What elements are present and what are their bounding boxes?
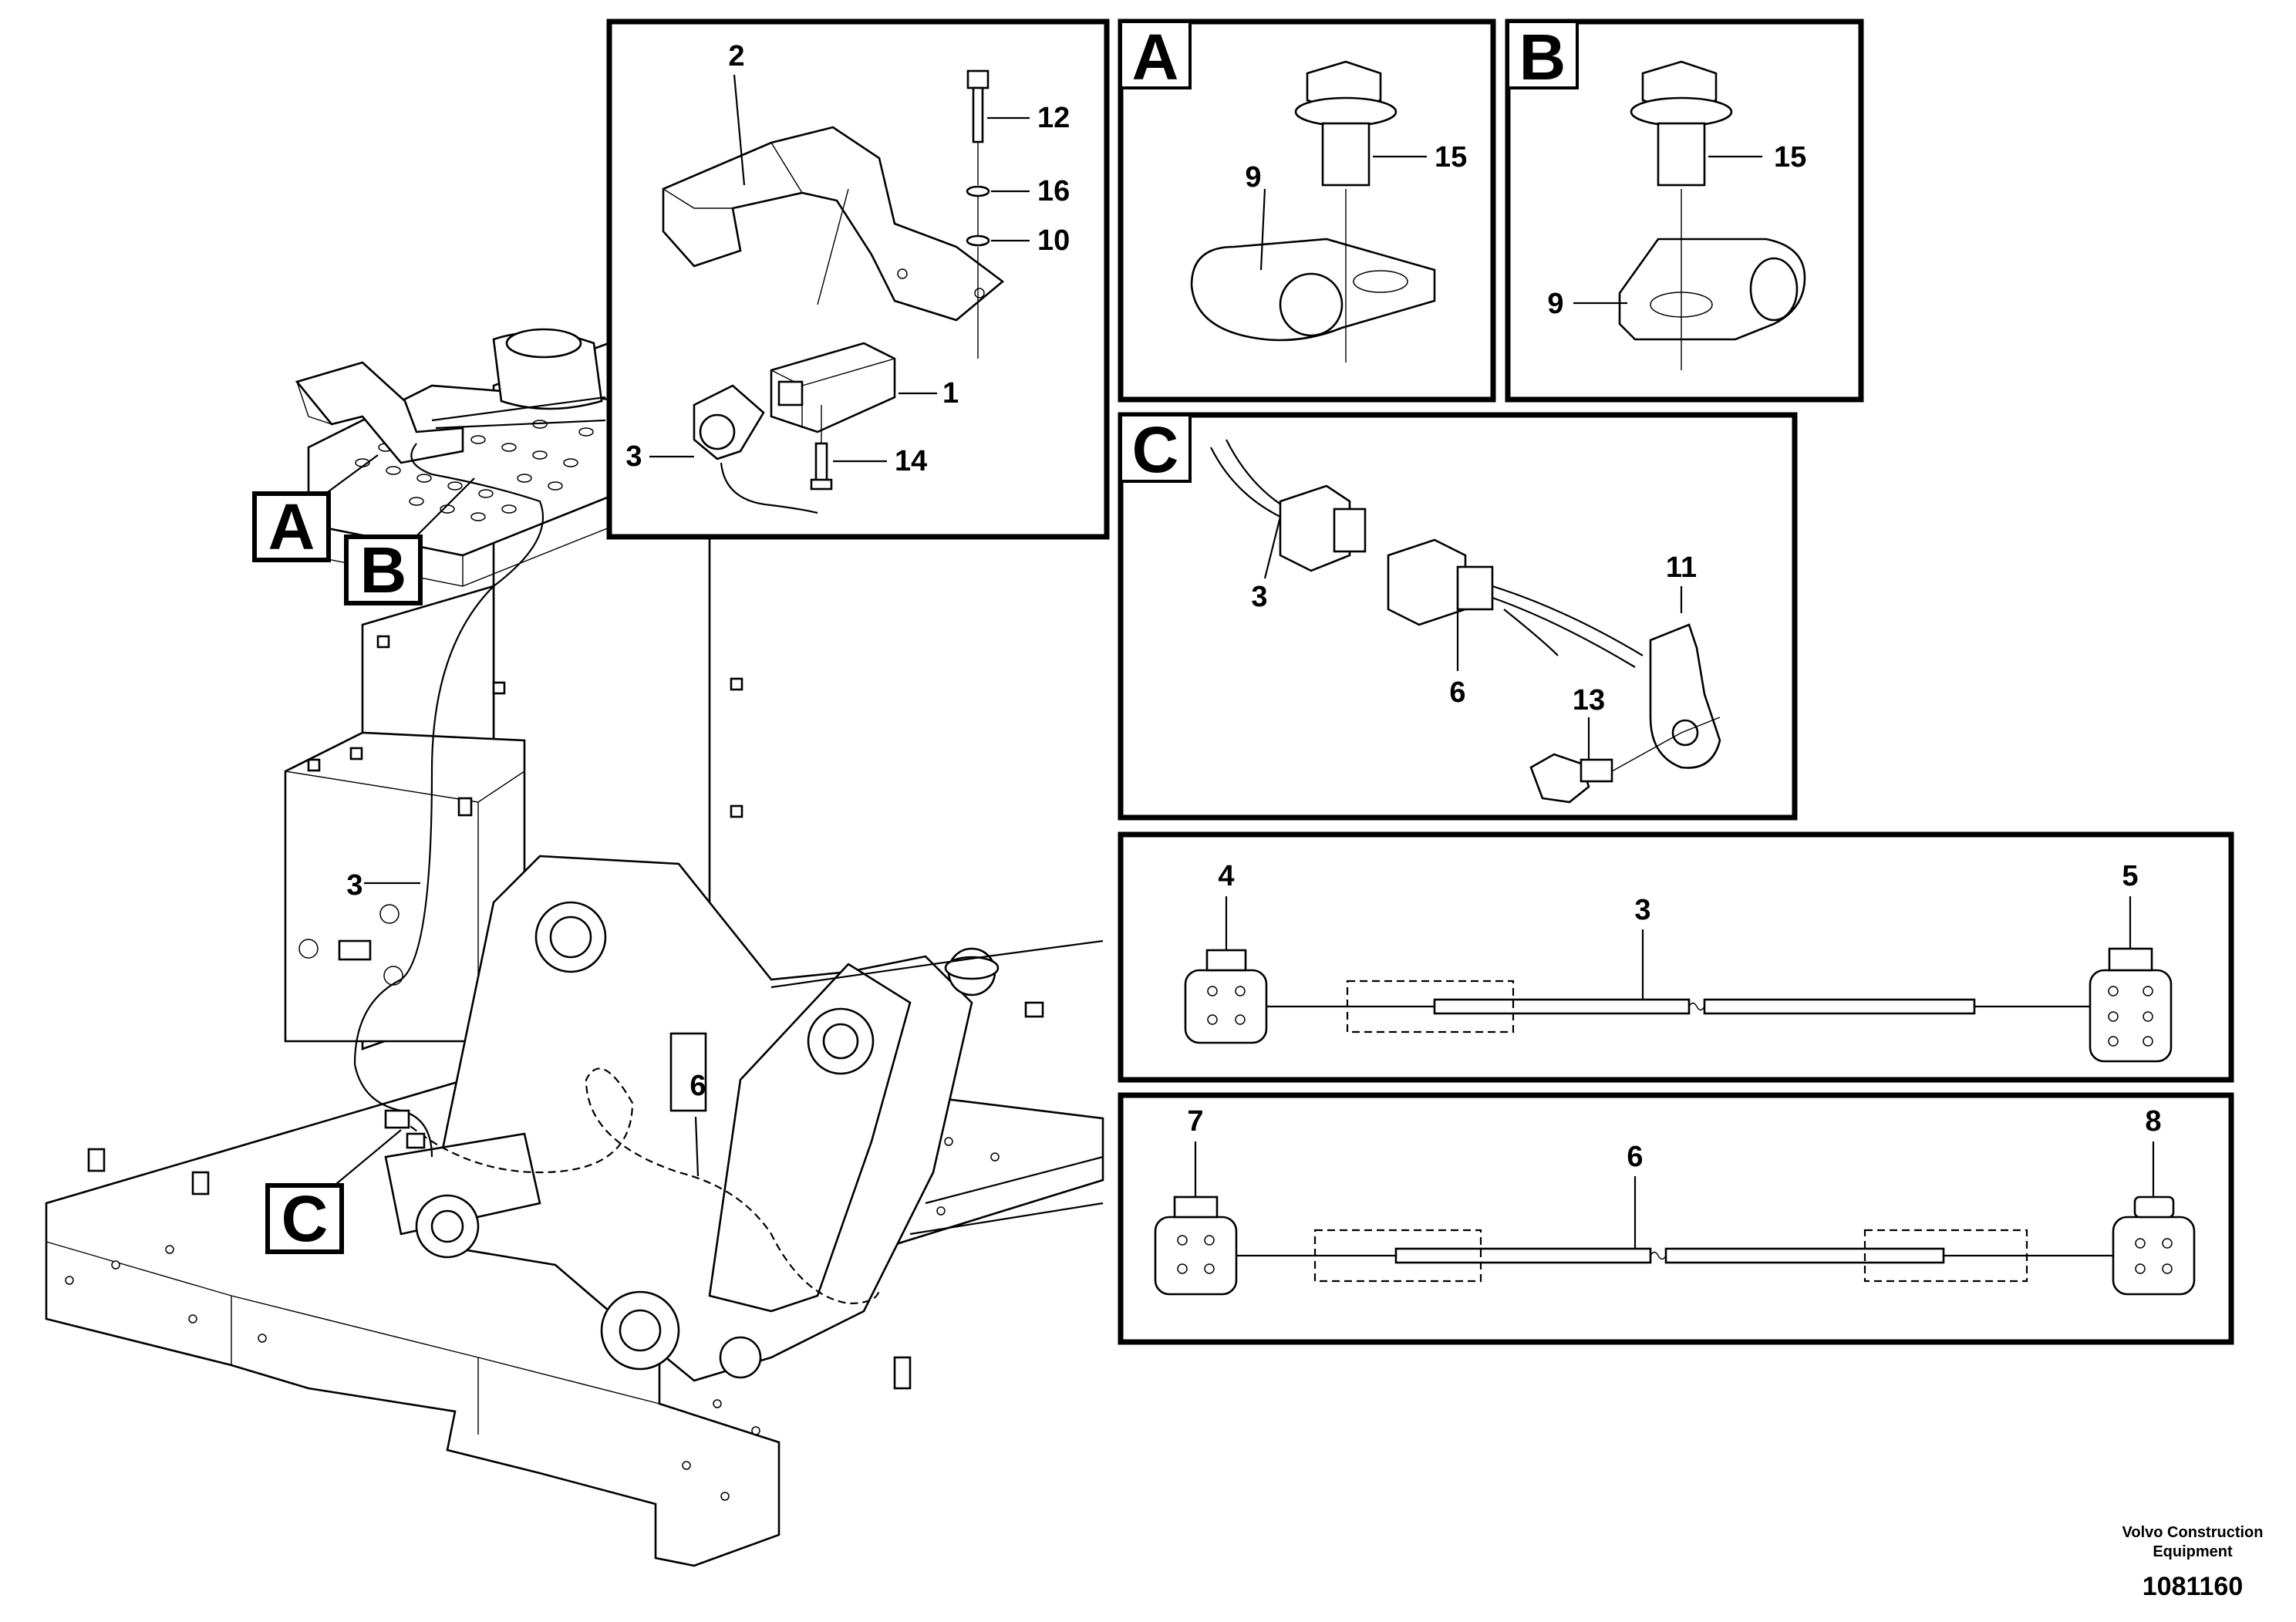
callout-cable-3: 3: [346, 869, 362, 902]
letter-box-c: C: [265, 1182, 344, 1255]
cable-6-schematic: 7 6 8: [1118, 1092, 2234, 1345]
callout-3-c: 3: [1251, 581, 1267, 613]
callout-12: 12: [1037, 102, 1070, 134]
footer: Volvo Construction Equipment 1081160: [2122, 1524, 2264, 1601]
cable-3-routing: [353, 443, 544, 1158]
callout-3-schematic: 3: [1634, 894, 1650, 926]
svg-text:A: A: [268, 491, 315, 563]
callout-6-schematic: 6: [1627, 1141, 1643, 1173]
callout-6-c: 6: [1449, 676, 1465, 709]
letter-box-b: B: [344, 534, 423, 606]
callout-9-a: 9: [1245, 161, 1261, 194]
svg-text:B: B: [360, 534, 407, 606]
callout-8: 8: [2145, 1105, 2161, 1138]
svg-text:A: A: [1132, 21, 1179, 93]
cable-3-schematic: 4 3 5: [1118, 831, 2234, 1083]
callout-5: 5: [2122, 860, 2138, 892]
document-number: 1081160: [2143, 1572, 2244, 1601]
cable-6-routing: [400, 1067, 881, 1305]
detail-c: C 3 6 11 13: [1118, 412, 1798, 821]
letter-box-a: A: [252, 491, 331, 563]
svg-text:B: B: [1519, 21, 1566, 93]
detail-a: A 15 9: [1118, 19, 1496, 403]
svg-text:C: C: [1132, 413, 1179, 486]
callout-4: 4: [1218, 860, 1234, 892]
callout-13: 13: [1573, 684, 1605, 717]
manufacturer-line-1: Volvo Construction: [2122, 1524, 2264, 1541]
callout-3-top: 3: [625, 440, 642, 473]
callout-2: 2: [728, 40, 744, 73]
main-machine-view: A B C 3 6: [45, 328, 1104, 1567]
callout-11: 11: [1666, 551, 1697, 584]
callout-15-b: 15: [1774, 141, 1806, 174]
svg-text:C: C: [282, 1182, 329, 1255]
callout-14: 14: [895, 445, 927, 477]
callout-9-b: 9: [1547, 288, 1563, 320]
callout-15-a: 15: [1435, 141, 1467, 174]
manufacturer-line-2: Equipment: [2153, 1543, 2233, 1560]
callout-16: 16: [1037, 175, 1070, 207]
detail-b: B 15 9: [1505, 19, 1864, 403]
callout-cable-6: 6: [689, 1070, 706, 1102]
callout-7: 7: [1187, 1105, 1203, 1138]
detail-sensor-bracket: 2 12 16 10 1 3 14: [606, 19, 1110, 540]
callout-10: 10: [1037, 224, 1070, 257]
callout-1: 1: [942, 377, 959, 410]
